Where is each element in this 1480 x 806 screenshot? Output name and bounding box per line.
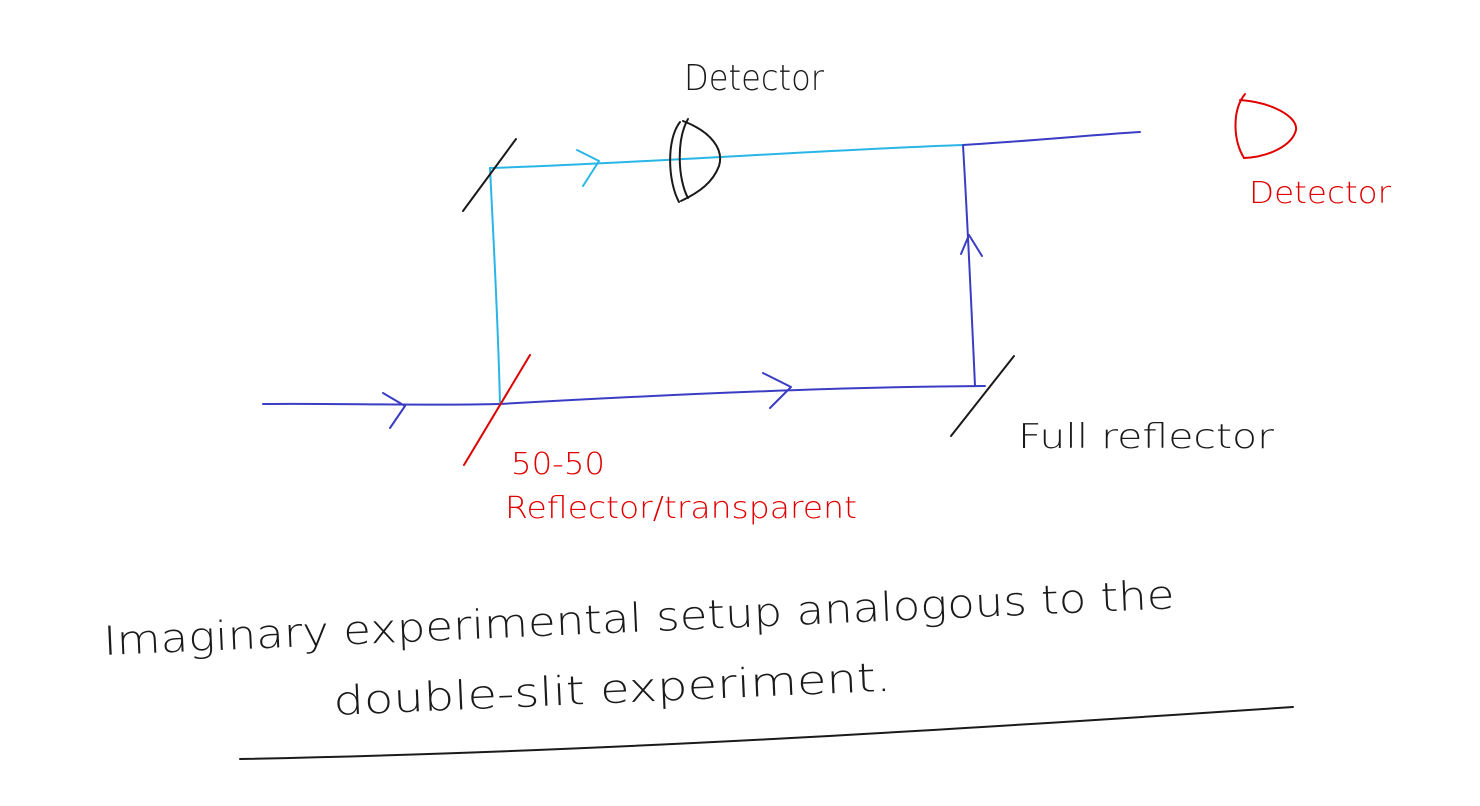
caption-line-1: Imaginary experimental setup analogous t… [102,572,1175,665]
reflected-vertical-beam [962,144,976,387]
output-beam [962,131,1141,146]
detector-top-label: Detector [684,58,824,99]
beam-splitter-label-line1: 50-50 [511,447,605,482]
detector-top-icon [669,118,722,203]
reflected-light-beam [489,167,501,405]
full-reflector-label: Full reflector [1018,417,1274,457]
transmitted-beam [499,385,986,405]
top-left-mirror [462,138,517,212]
vertical-beam-arrow [960,234,983,257]
detector-right-icon [1234,93,1298,159]
input-beam [262,402,501,406]
input-beam-arrow [382,392,406,429]
transmitted-beam-arrow [762,372,792,409]
beam-splitter-label-line2: Reflector/transparent [505,491,857,526]
caption-line-2: double-slit experiment. [332,655,891,725]
beam-splitter [463,354,531,466]
detector-right-label: Detector [1249,176,1392,211]
upper-beam-arrow [576,149,600,187]
caption-underline [239,706,1294,760]
bottom-right-mirror [950,355,1015,437]
upper-light-beam [489,144,964,169]
